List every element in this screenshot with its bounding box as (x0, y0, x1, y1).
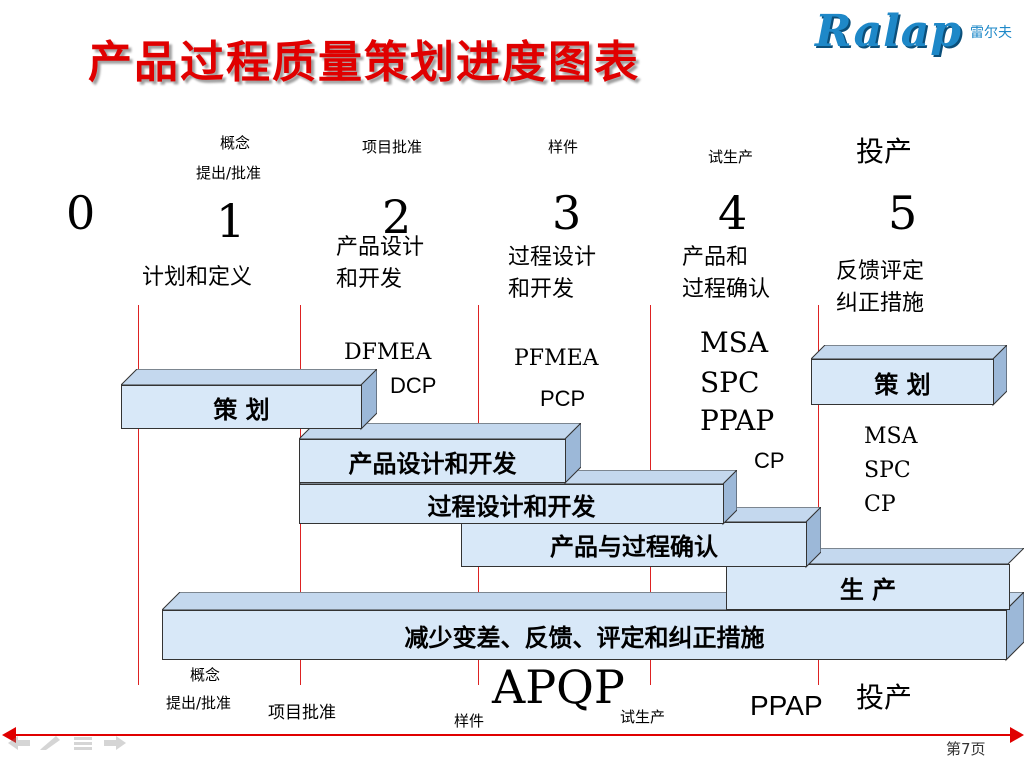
milestone-concept-1: 概念 (220, 134, 251, 152)
bottom-ppap: PPAP (750, 690, 823, 721)
doc-spc: SPC (700, 366, 760, 399)
bar-planning-5-label: 策 划 (811, 359, 994, 405)
phase-digit-1: 1 (216, 194, 246, 248)
bottom-approval: 项目批准 (268, 703, 336, 723)
phase-name-3b: 和开发 (508, 277, 575, 302)
bar-planning-5: 策 划 (811, 345, 1007, 407)
doc-cp: CP (754, 448, 785, 473)
phase-digit-4: 4 (718, 186, 748, 240)
bottom-launch: 投产 (856, 681, 913, 714)
pen-icon[interactable] (40, 736, 62, 750)
bar-planning: 策 划 (121, 369, 377, 431)
bar-planning-label: 策 划 (121, 385, 362, 429)
apqp-label: APQP (492, 660, 625, 714)
logo: Ralap (815, 6, 963, 57)
doc-cp-5: CP (864, 492, 896, 517)
nav-back-icon[interactable] (8, 736, 30, 750)
phase-name-3a: 过程设计 (508, 245, 597, 270)
milestone-prototype: 样件 (548, 138, 579, 156)
menu-icon[interactable] (72, 736, 94, 750)
phase-digit-0: 0 (66, 186, 96, 240)
phase-digit-5: 5 (888, 186, 918, 240)
milestone-approval: 项目批准 (362, 138, 423, 156)
milestone-pilot: 试生产 (708, 148, 754, 166)
phase-name-1: 计划和定义 (142, 265, 253, 290)
doc-pcp: PCP (540, 386, 586, 411)
nav-controls (8, 736, 126, 750)
phase-line-1 (138, 305, 139, 685)
phase-line-5 (818, 305, 819, 685)
doc-ppap: PPAP (700, 404, 775, 437)
bar-process-design-label: 过程设计和开发 (299, 484, 724, 524)
phase-digit-2: 2 (382, 190, 412, 244)
bottom-prototype: 样件 (454, 712, 485, 730)
doc-msa-5: MSA (864, 424, 918, 449)
bottom-concept-1: 概念 (190, 666, 221, 684)
footer-arrow-line (8, 734, 1018, 736)
doc-pfmea: PFMEA (514, 346, 599, 371)
phase-name-2a: 产品设计 (336, 235, 425, 260)
phase-name-4b: 过程确认 (682, 277, 771, 302)
phase-name-5a: 反馈评定 (836, 259, 925, 284)
bar-validation-label: 产品与过程确认 (461, 522, 807, 567)
page-title: 产品过程质量策划进度图表 (88, 37, 640, 88)
phase-name-5b: 纠正措施 (836, 291, 925, 316)
phase-name-4a: 产品和 (682, 245, 749, 270)
phase-name-2b: 和开发 (336, 267, 403, 292)
logo-cn-text: 雷尔夫 (970, 25, 1012, 41)
doc-msa: MSA (700, 326, 769, 359)
doc-spc-5: SPC (864, 458, 911, 483)
doc-dfmea: DFMEA (344, 340, 432, 365)
bar-product-design-label: 产品设计和开发 (299, 439, 566, 483)
milestone-concept-2: 提出/批准 (196, 164, 262, 182)
bottom-pilot: 试生产 (620, 708, 666, 726)
bar-feedback-label: 减少变差、反馈、评定和纠正措施 (162, 610, 1007, 660)
bottom-concept-2: 提出/批准 (166, 694, 232, 712)
bar-production-label: 生 产 (726, 564, 1010, 610)
phase-digit-3: 3 (552, 186, 582, 240)
footer-arrow-right-icon (1010, 727, 1024, 743)
page-number: 第7页 (946, 740, 986, 758)
milestone-launch: 投产 (856, 135, 913, 168)
bar-product-design: 产品设计和开发 (299, 423, 581, 485)
footer-arrow-left-icon (2, 727, 16, 743)
doc-dcp: DCP (390, 373, 437, 398)
nav-forward-icon[interactable] (104, 736, 126, 750)
